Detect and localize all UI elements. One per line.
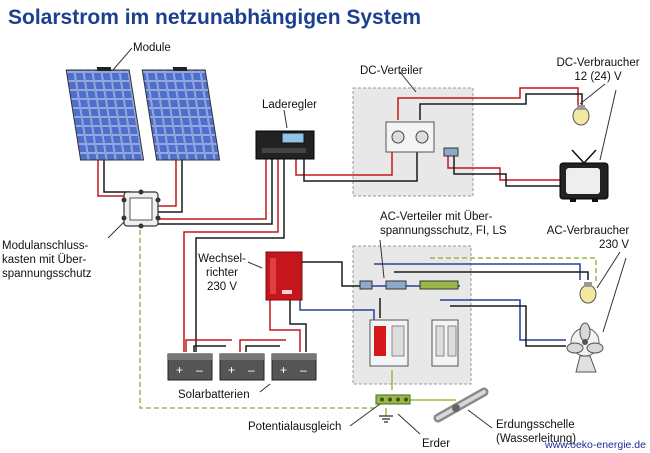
battery-minus: – bbox=[196, 363, 203, 377]
label-ac-verbraucher-voltage: 230 V bbox=[599, 239, 629, 251]
diagram-title: Solarstrom im netzunabhängigen System bbox=[8, 6, 421, 29]
label-dc-verbraucher-voltage: 12 (24) V bbox=[574, 71, 622, 83]
electric-fan bbox=[566, 322, 604, 373]
inverter bbox=[265, 251, 303, 301]
wiring bbox=[97, 87, 597, 416]
label-ac-verbraucher: AC-Verbraucher bbox=[547, 225, 630, 237]
label-solarbatterien: Solarbatterien bbox=[178, 389, 250, 401]
battery-minus: – bbox=[248, 363, 255, 377]
battery-plus: + bbox=[228, 363, 235, 377]
solar-panel-left bbox=[65, 67, 145, 161]
label-dc-verteiler: DC-Verteiler bbox=[360, 65, 423, 77]
junction-box bbox=[121, 189, 161, 229]
label-laderegler: Laderegler bbox=[262, 99, 317, 111]
label-ac-verteiler-2: spannungsschutz, FI, LS bbox=[380, 225, 507, 237]
label-module: Module bbox=[133, 42, 171, 54]
ac-light-bulb bbox=[579, 282, 597, 304]
leader-lines bbox=[107, 47, 627, 435]
equipotential-bonding-bar bbox=[375, 394, 411, 405]
battery-1: + – bbox=[167, 353, 213, 381]
label-potentialausgleich: Potentialausgleich bbox=[248, 421, 341, 433]
label-erdungsschelle-2: (Wasserleitung) bbox=[496, 433, 576, 445]
label-dc-verbraucher: DC-Verbraucher bbox=[556, 57, 639, 69]
label-wechselrichter-1: Wechsel- bbox=[198, 253, 246, 265]
battery-plus: + bbox=[176, 363, 183, 377]
battery-minus: – bbox=[300, 363, 307, 377]
charge-controller bbox=[255, 130, 315, 160]
battery-3: + – bbox=[271, 353, 317, 381]
footer-website-link[interactable]: www.oeko-energie.de bbox=[544, 439, 646, 451]
label-modulanschluss-3: spannungsschutz bbox=[2, 268, 92, 280]
dc-light-bulb bbox=[572, 105, 590, 126]
earth-electrode-icon bbox=[379, 415, 393, 423]
water-pipe-clamp bbox=[433, 387, 489, 423]
television bbox=[559, 149, 609, 202]
ac-distributor-devices bbox=[359, 280, 459, 367]
label-ac-verteiler-1: AC-Verteiler mit Über- bbox=[380, 211, 493, 223]
battery-plus: + bbox=[280, 363, 287, 377]
label-wechselrichter-2: richter bbox=[206, 267, 238, 279]
label-modulanschluss-1: Modulanschluss- bbox=[2, 240, 88, 252]
label-erdungsschelle-1: Erdungsschelle bbox=[496, 419, 575, 431]
battery-2: + – bbox=[219, 353, 265, 381]
label-wechselrichter-3: 230 V bbox=[207, 281, 237, 293]
label-erder: Erder bbox=[422, 438, 450, 450]
label-modulanschluss-2: kasten mit Über- bbox=[2, 254, 87, 266]
dc-distributor-breakers bbox=[385, 121, 459, 157]
solar-panel-right bbox=[141, 67, 221, 161]
